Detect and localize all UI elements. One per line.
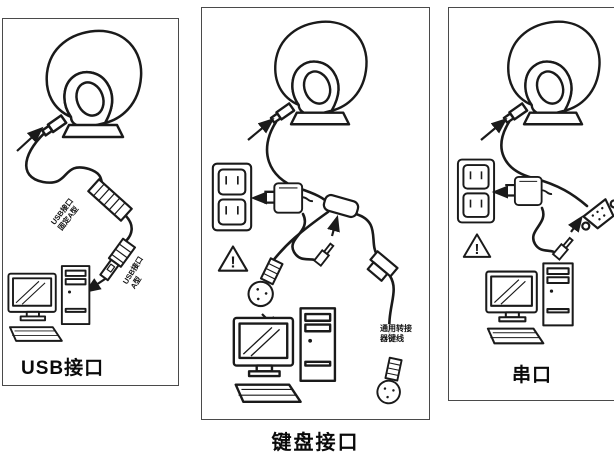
keyboard-plug-icon [374,355,408,407]
power-cable [531,206,559,256]
warning-icon [217,245,249,273]
power-cable [291,212,320,264]
arrow-icon [327,214,340,237]
keyboard-diagram [211,20,408,407]
wall-outlet-icon [211,162,253,232]
usb-panel: USB接口 固定A型 USB接口 A型 USB接口 [2,18,179,386]
usb-cable-segment [122,213,133,245]
adapter-cable-note: 通用转接 器键线 [380,324,412,345]
computer-icon [232,307,337,404]
power-plug-icon [552,235,576,261]
computer-icon [7,265,91,342]
scanner-illustration [501,20,601,126]
scanner-illustration [40,29,143,139]
power-adapter-icon [263,182,315,214]
serial-panel: 串口 [448,7,614,401]
scanner-cable [25,127,108,193]
cable-coupler-icon [366,250,399,282]
arrow-icon [567,215,583,233]
usb-diagram [7,29,143,342]
keyboard-plug-icon [243,254,289,312]
computer-icon [485,262,574,345]
keyboard-branch-cable [270,210,330,264]
serial-plug-icon [576,193,614,237]
arrow-icon [480,117,508,141]
arrow-icon [16,126,44,152]
keyboard-panel: 通用转接 器键线 [201,7,430,420]
power-plug-icon [313,241,337,267]
usb-panel-title: USB接口 [21,358,105,379]
y-splitter-icon [322,193,360,219]
warning-icon [462,233,492,259]
arrow-icon [247,117,275,141]
wall-outlet-icon [456,158,496,224]
serial-panel-title: 串口 [511,365,552,386]
serial-diagram [456,20,614,345]
keyboard-panel-title: 键盘接口 [271,432,360,454]
scanner-illustration [268,20,368,126]
splitter-branch-cable [354,212,380,258]
usb-inline-connector-icon [87,178,133,222]
